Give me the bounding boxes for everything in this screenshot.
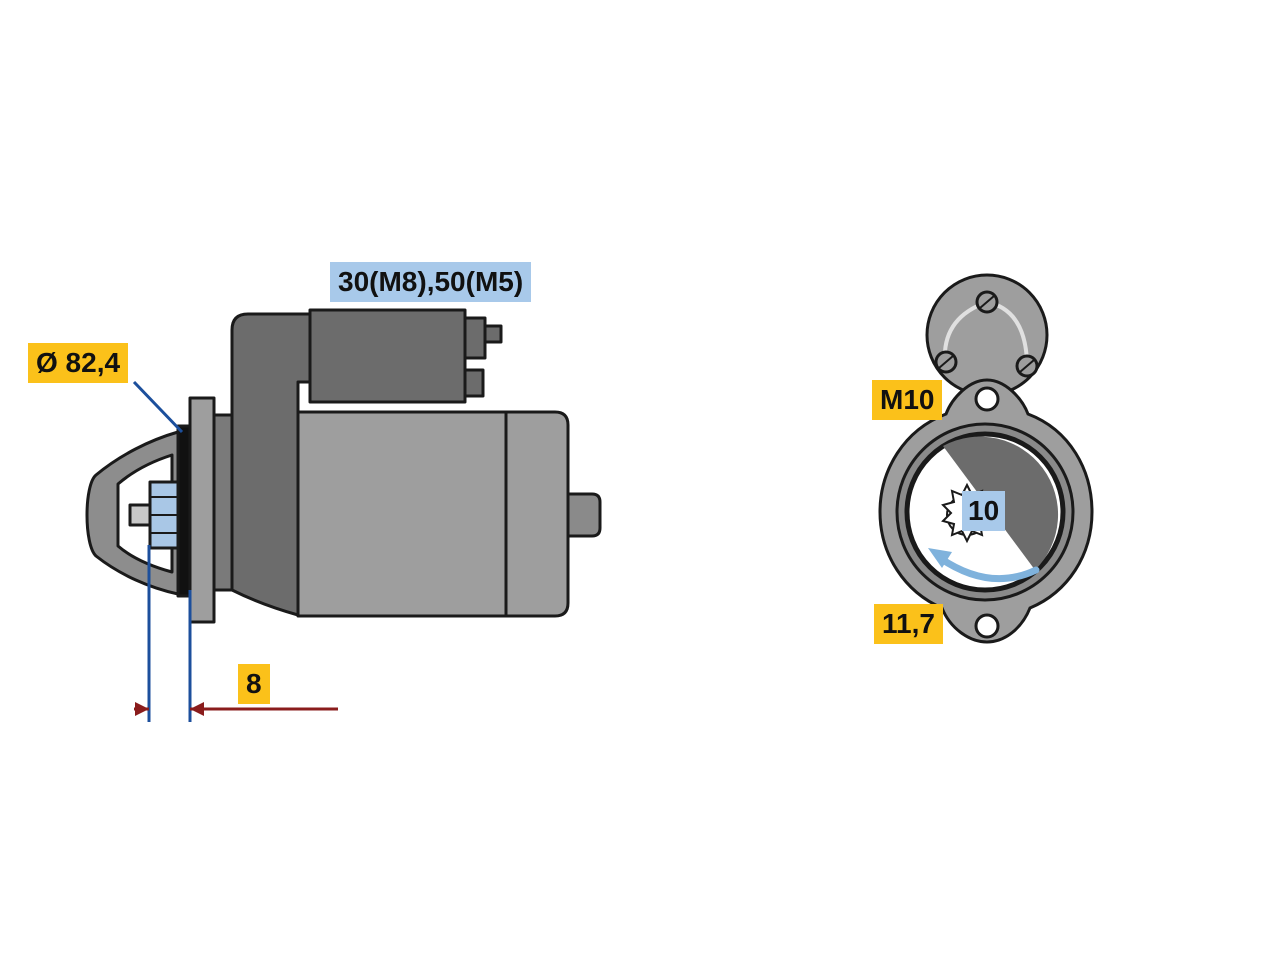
bolt-hole-bottom xyxy=(974,613,1000,639)
diameter-label: Ø 82,4 xyxy=(28,343,129,383)
solenoid-bracket xyxy=(230,312,314,617)
motor-housing xyxy=(296,410,510,618)
terminal-50-stud xyxy=(483,324,503,344)
bolt-hole-top xyxy=(974,386,1000,412)
motor-end-cap xyxy=(504,410,570,618)
terminal-spec-label: 30(M8),50(M5) xyxy=(330,262,532,302)
bolt-thread-label: M10 xyxy=(872,380,943,420)
starter-front-view xyxy=(878,273,1094,644)
terminal-50 xyxy=(463,316,487,360)
mounting-ring xyxy=(176,424,192,598)
terminal-30 xyxy=(463,368,485,398)
teeth-count-label: 10 xyxy=(962,491,1006,531)
solenoid xyxy=(308,308,467,404)
offset-label: 8 xyxy=(238,664,270,704)
diameter-leader xyxy=(132,380,184,434)
starter-side-view xyxy=(85,308,602,624)
rotation-arrow-icon xyxy=(928,548,1040,583)
mounting-flange xyxy=(188,396,216,624)
rear-bushing xyxy=(566,492,602,538)
module-label: 11,7 xyxy=(874,604,943,644)
offset-dimension xyxy=(134,545,338,722)
